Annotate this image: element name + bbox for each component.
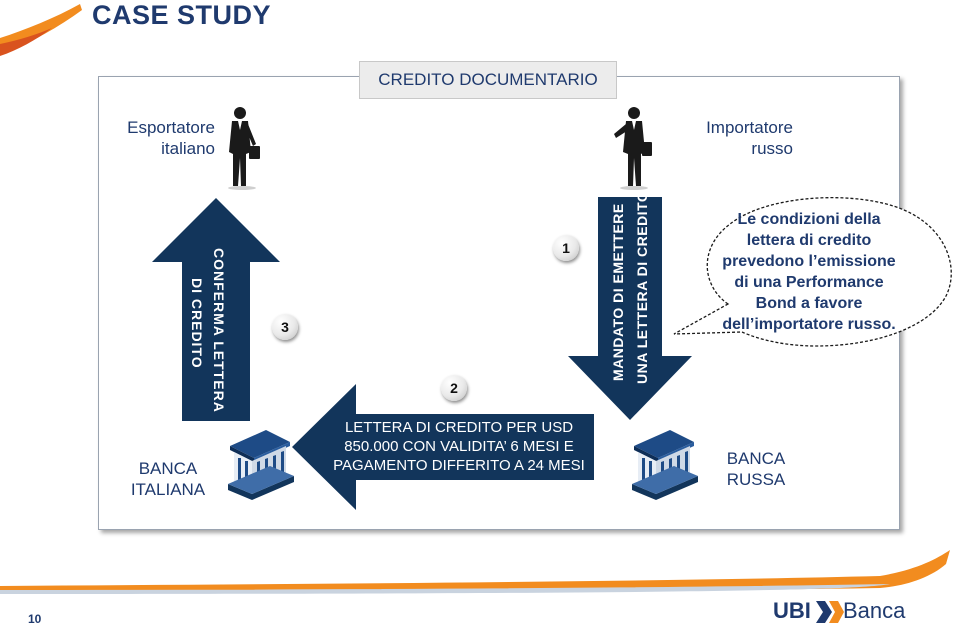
page-title: CASE STUDY (92, 0, 272, 30)
mandate-arrow (568, 197, 692, 420)
bank-building-icon (228, 430, 294, 500)
confirmation-arrow-label: CONFERMA LETTERA DI CREDITO (189, 248, 227, 413)
importer-label: Importatore russo (706, 118, 793, 158)
mandate-arrow-label: MANDATO DI EMETTERE UNA LETTERA DI CREDI… (610, 190, 650, 384)
footer-swoosh-icon (0, 550, 950, 594)
ubi-chevron-icon (816, 601, 844, 623)
step-1-badge: 1 (553, 235, 579, 261)
diagram-title: CREDITO DOCUMENTARIO (359, 61, 617, 99)
bank-building-icon (632, 430, 698, 500)
letter-of-credit-label: LETTERA DI CREDITO PER USD 850.000 CON V… (333, 419, 585, 474)
orange-swoosh-icon (0, 4, 82, 56)
letter-of-credit-arrow (292, 384, 594, 510)
step-2-badge: 2 (441, 375, 467, 401)
russian-bank-label: BANCA RUSSA (726, 449, 786, 489)
businessman-icon (228, 107, 260, 190)
logo-banca-text: Banca (843, 598, 906, 623)
note-text: Le condizioni della lettera di credito p… (722, 211, 896, 333)
step-3-badge: 3 (272, 314, 298, 340)
logo-ubi-text: UBI (773, 598, 811, 623)
confirmation-arrow (152, 198, 280, 421)
note-bubble (673, 197, 952, 347)
businessman-icon (614, 107, 652, 190)
page-number: 10 (28, 612, 42, 626)
exporter-label: Esportatore italiano (127, 118, 215, 158)
italian-bank-label: BANCA ITALIANA (130, 459, 206, 499)
